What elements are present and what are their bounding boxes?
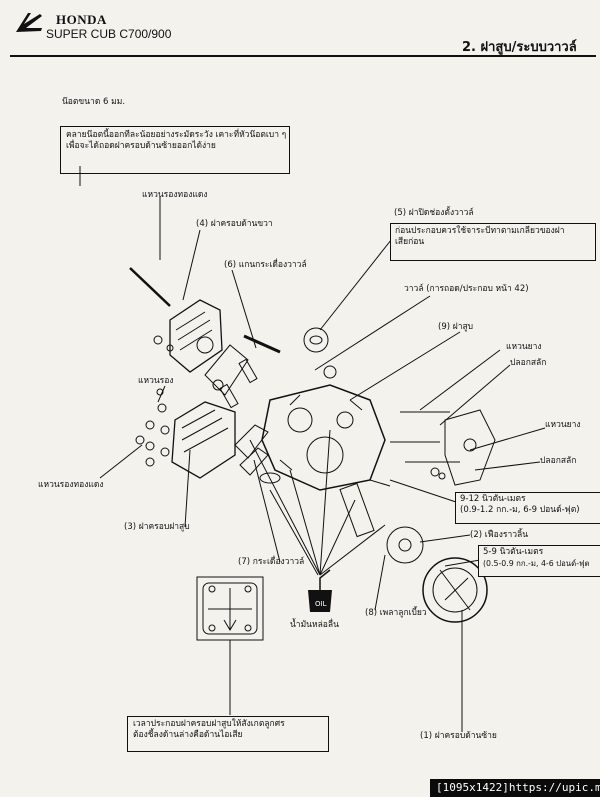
label-rubber-washer-1: แหวนยาง [506,342,542,352]
label-copper-washer-top: แหวนรองทองแดง [142,190,208,200]
label-head-cover: (3) ฝาครอบฝาสูบ [124,522,190,532]
note-line: คลายน๊อตนี้ออกทีละน้อยอย่างระมัดระวัง เค… [66,130,287,140]
label-dowel-pin-2: ปลอกสลัก [540,456,577,466]
honda-logo [14,10,44,40]
torque-spec-2: 5-9 นิวตัน-เมตร (0.5-0.9 กก.-ม, 4-6 ปอนด… [478,545,600,577]
label-rocker-shaft: (6) แกนกระเดื่องวาวล์ [224,260,307,270]
label-right-cover: (4) ฝาครอบด้านขวา [196,219,273,229]
label-valve-cap: (5) ฝาปิดช่องตั้งวาวล์ [394,208,474,218]
note-line: เสียก่อน [395,237,425,247]
torque-detail: (0.5-0.9 กก.-ม, 4-6 ปอนด์-ฟุต [483,559,590,568]
label-valve: วาวล์ (การถอด/ประกอบ หน้า 42) [404,284,529,294]
header-rule [10,55,596,57]
brand-name: HONDA [56,12,107,27]
label-oil: น้ำมันหล่อลื่น [290,620,339,630]
section-title: 2. ฝาสูบ/ระบบวาวล์ [462,40,577,55]
torque-detail: (0.9-1.2 กก.-ม, 6-9 ปอนด์-ฟุต) [460,505,580,515]
torque-spec-1: 9-12 นิวตัน-เมตร (0.9-1.2 กก.-ม, 6-9 ปอน… [455,492,600,524]
label-washer: แหวนรอง [138,376,174,386]
note-line: เพื่อจะได้ถอดฝาครอบด้านซ้ายออกได้ง่าย [66,141,216,151]
label-rubber-washer-2: แหวนยาง [545,420,581,430]
note-line: เวลาประกอบฝาครอบฝาสูบให้สังเกตลูกศร [133,719,285,729]
torque-value: 9-12 นิวตัน-เมตร [460,494,526,504]
label-camshaft: (8) เพลาลูกเบี้ยว [365,608,427,618]
model-name: SUPER CUB C700/900 [46,27,172,41]
label-cam-sprocket: (2) เฟืองราวลิ้น [470,530,529,540]
label-cylinder-head: (9) ฝาสูบ [438,322,474,332]
label-left-cover: (1) ฝาครอบด้านซ้าย [420,731,497,741]
note-head-cover-arrow: เวลาประกอบฝาครอบฝาสูบให้สังเกตลูกศร ต้อง… [127,716,329,752]
note-loosen-bolt: คลายน๊อตนี้ออกทีละน้อยอย่างระมัดระวัง เค… [60,126,290,174]
torque-value: 5-9 นิวตัน-เมตร [483,547,544,557]
svg-text:OIL: OIL [315,600,327,608]
image-source-footer: [1095x1422]https://upic.me/ [430,779,600,797]
note-valve-cap-grease: ก่อนประกอบควรใช้จาระบีทาตามเกลียวของฝา เ… [390,223,596,261]
bolt-size-label: น๊อตขนาด 6 มม. [62,97,126,107]
label-dowel-pin-1: ปลอกสลัก [510,358,547,368]
label-rocker-arm: (7) กระเดื่องวาวล์ [238,557,305,567]
oil-can-icon: OIL [308,569,332,612]
note-line: ต้องชี้ลงด้านล่างคือด้านไอเสีย [133,730,243,740]
note-line: ก่อนประกอบควรใช้จาระบีทาตามเกลียวของฝา [395,226,565,236]
label-copper-washer-bottom: แหวนรองทองแดง [38,480,104,490]
